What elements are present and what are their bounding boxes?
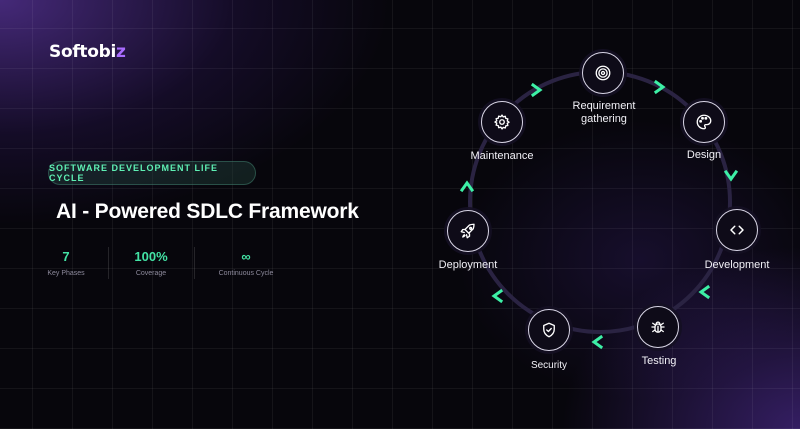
phase-node-development[interactable]: [716, 209, 758, 251]
brand-logo[interactable]: Softobiz: [49, 42, 126, 62]
phase-label-line: Requirement: [572, 100, 636, 112]
page-title: AI - Powered SDLC Framework: [56, 200, 359, 223]
phase-node-design[interactable]: [683, 101, 725, 143]
bug-icon: [651, 321, 665, 333]
brand-name: Softobi: [49, 42, 117, 62]
stat-coverage: 100% Coverage: [126, 248, 176, 277]
brand-name-accent: z: [116, 42, 126, 62]
stat-value: ∞: [241, 249, 251, 264]
phase-node-deployment[interactable]: [447, 210, 489, 252]
stat-continuous-cycle: ∞ Continuous Cycle: [210, 248, 282, 277]
cycle-arrows: [459, 79, 739, 350]
stat-label: Coverage: [135, 270, 167, 277]
stat-value: 7: [62, 249, 70, 264]
shield-icon: [543, 322, 555, 338]
stat-divider: [194, 247, 195, 279]
stat-label: Continuous Cycle: [218, 270, 274, 277]
gear-icon: [494, 114, 510, 130]
stat-value: 100%: [134, 249, 168, 264]
cycle-arrow-chevron: [491, 288, 504, 304]
phase-label-line: gathering: [581, 113, 627, 125]
rocket-icon: [460, 223, 475, 239]
phase-label-deployment: Deployment: [438, 259, 498, 271]
phase-label-security: Security: [530, 360, 568, 371]
phase-label-development: Development: [704, 259, 770, 271]
phase-label-testing: Testing: [641, 355, 677, 367]
stat-divider: [108, 247, 109, 279]
phase-label-maintenance: Maintenance: [470, 150, 534, 162]
palette-icon: [696, 114, 712, 130]
phase-label-requirement-gathering: Requirement gathering: [573, 100, 636, 126]
cycle-arrow-chevron: [723, 169, 739, 182]
stat-key-phases: 7 Key Phases: [44, 248, 88, 277]
section-badge: SOFTWARE DEVELOPMENT LIFE CYCLE: [48, 161, 256, 185]
phase-node-security[interactable]: [528, 309, 570, 351]
cycle-arrow-chevron: [698, 284, 711, 300]
cycle-arrow-chevron: [459, 180, 475, 193]
phase-label-design: Design: [686, 149, 722, 161]
cycle-arrow-chevron: [591, 334, 604, 350]
phase-node-maintenance[interactable]: [481, 101, 523, 143]
code-icon: [730, 225, 744, 235]
cycle-arrow-chevron: [653, 79, 666, 95]
stat-label: Key Phases: [47, 270, 85, 277]
cycle-arrow-chevron: [530, 82, 543, 98]
phase-node-testing[interactable]: [637, 306, 679, 348]
phase-node-requirement-gathering[interactable]: [582, 52, 624, 94]
target-icon: [595, 65, 611, 81]
